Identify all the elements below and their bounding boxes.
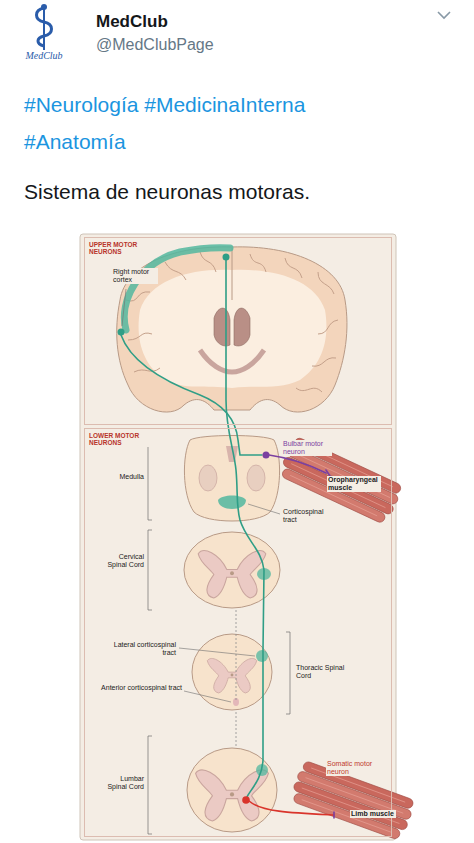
tract-label: Anterior corticospinal tract bbox=[100, 684, 182, 692]
level-label: Thoracic Spinal Cord bbox=[296, 664, 346, 680]
panel-heading: UPPER MOTOR NEURONS bbox=[89, 241, 153, 256]
muscle-label: Oropharyngeal muscle bbox=[327, 476, 381, 492]
panel-heading: LOWER MOTOR NEURONS bbox=[89, 432, 153, 447]
cervical-cord bbox=[184, 532, 280, 608]
figure-frame bbox=[80, 234, 396, 840]
tract-label: Corticospinal tract bbox=[282, 508, 326, 524]
logo bbox=[37, 4, 52, 50]
thoracic-cord bbox=[192, 634, 272, 710]
somatic-neuron-body bbox=[242, 796, 250, 804]
neuron-pathways bbox=[121, 260, 334, 818]
leader-lines bbox=[122, 289, 280, 702]
level-label: Cervical Spinal Cord bbox=[100, 553, 144, 569]
neuron-label: Bulbar motor neuron bbox=[282, 440, 332, 456]
oropharyngeal-muscle bbox=[277, 436, 404, 526]
brackets bbox=[148, 438, 290, 834]
tweet-text: Sistema de neuronas motoras. bbox=[24, 178, 310, 205]
bulbar-neuron-body bbox=[263, 452, 270, 459]
account-name: MedClub bbox=[96, 12, 168, 32]
level-label: Medulla bbox=[100, 473, 144, 481]
tract-label: Lateral corticospinal tract bbox=[100, 641, 176, 657]
neuron-label: Somatic motor neuron bbox=[326, 760, 384, 776]
hashtags: #Neurología #MedicinaInterna #Anatomía bbox=[24, 86, 369, 160]
level-label: Lumbar Spinal Cord bbox=[100, 775, 144, 791]
upper-neuron-body bbox=[118, 329, 125, 336]
account-handle: @MedClubPage bbox=[96, 36, 214, 54]
muscle-label: Limb muscle bbox=[350, 810, 396, 818]
limb-muscle bbox=[289, 760, 416, 841]
logo-text: MedClub bbox=[14, 50, 74, 62]
chevron bbox=[438, 12, 450, 18]
upper-neuron-body bbox=[223, 254, 230, 261]
region-label: Right motor cortex bbox=[112, 268, 158, 284]
region-panel: UPPER MOTOR NEURONS bbox=[84, 237, 392, 425]
anterior-tract-dash bbox=[236, 610, 237, 748]
